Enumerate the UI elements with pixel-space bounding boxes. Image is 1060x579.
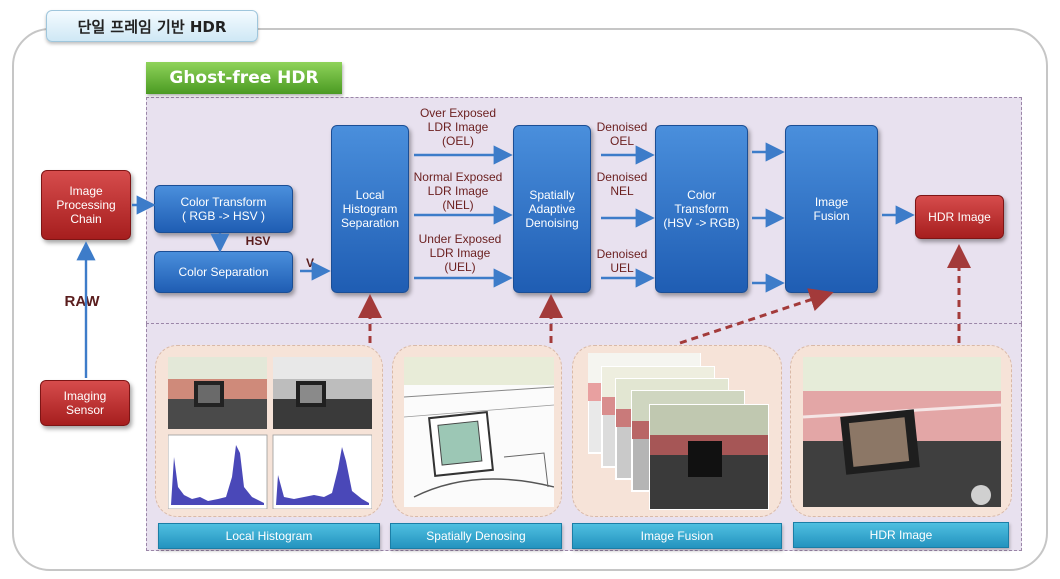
label-line: NEL [610,184,634,198]
label-line: Over Exposed [419,106,497,120]
imaging-sensor-block: Imaging Sensor [40,380,130,426]
block-line: Adaptive [528,202,576,216]
denoised-oel-label: Denoised OEL [592,120,652,148]
label-line: Denoised [596,120,648,134]
label-line: OEL [609,134,634,148]
label-line: LDR Image [429,246,491,260]
block-line: Imaging [63,389,107,403]
block-line: Separation [340,216,400,230]
image-fusion-block: Image Fusion [785,125,878,293]
color-separation-block: Color Separation [154,251,293,293]
raw-label: RAW [64,293,100,310]
block-line: Spatially [529,188,575,202]
color-transform-hsv-rgb-block: Color Transform (HSV -> RGB) [655,125,748,293]
block-line: Sensor [65,403,104,417]
label-line: Denoised [596,170,648,184]
block-line: Color Transform [180,195,267,209]
image-fusion-caption: Image Fusion [572,523,782,549]
hdr-image-thumbnail [803,357,1001,507]
denoised-nel-label: Denoised NEL [592,170,652,198]
label-line: (NEL) [442,198,474,212]
block-line: Image [69,184,103,198]
label-line: Normal Exposed [413,170,503,184]
color-transform-rgb-hsv-block: Color Transform ( RGB -> HSV ) [154,185,293,233]
label-line: (OEL) [441,134,474,148]
label-line: LDR Image [427,120,489,134]
local-histogram-caption: Local Histogram [158,523,380,549]
hdr-image-block: HDR Image [915,195,1004,239]
hsv-label: HSV [245,234,271,248]
block-line: Histogram [342,202,398,216]
block-line: Local [355,188,385,202]
block-line: Processing [56,198,116,212]
block-line: Transform [674,202,729,216]
image-processing-chain-block: Image Processing Chain [41,170,131,240]
local-histogram-thumbnail [168,357,372,509]
normal-exposed-label: Normal Exposed LDR Image (NEL) [408,170,508,212]
block-line: Image [814,195,849,209]
page-title: 단일 프레임 기반 HDR [46,10,258,42]
label-line: Denoised [596,247,648,261]
under-exposed-label: Under Exposed LDR Image (UEL) [412,232,508,274]
block-line: Fusion [813,209,850,223]
spatially-denosing-caption: Spatially Denosing [390,523,562,549]
label-line: LDR Image [427,184,489,198]
block-line: (HSV -> RGB) [663,216,740,230]
dashed-arrow [679,288,834,345]
section-label: Ghost-free HDR [146,62,342,94]
hdr-image-caption: HDR Image [793,522,1009,548]
local-histogram-separation-block: Local Histogram Separation [331,125,409,293]
spatially-denosing-thumbnail [404,357,554,507]
label-line: UEL [610,261,634,275]
label-line: Under Exposed [418,232,502,246]
block-line: Color [687,188,716,202]
label-line: (UEL) [444,260,476,274]
block-line: Denoising [525,216,579,230]
over-exposed-label: Over Exposed LDR Image (OEL) [412,106,504,148]
block-line: Chain [70,212,102,226]
image-fusion-thumbnail [588,353,769,510]
denoised-uel-label: Denoised UEL [592,247,652,275]
block-line: ( RGB -> HSV ) [181,209,265,223]
spatially-adaptive-denoising-block: Spatially Adaptive Denoising [513,125,591,293]
v-label: V [305,256,314,270]
